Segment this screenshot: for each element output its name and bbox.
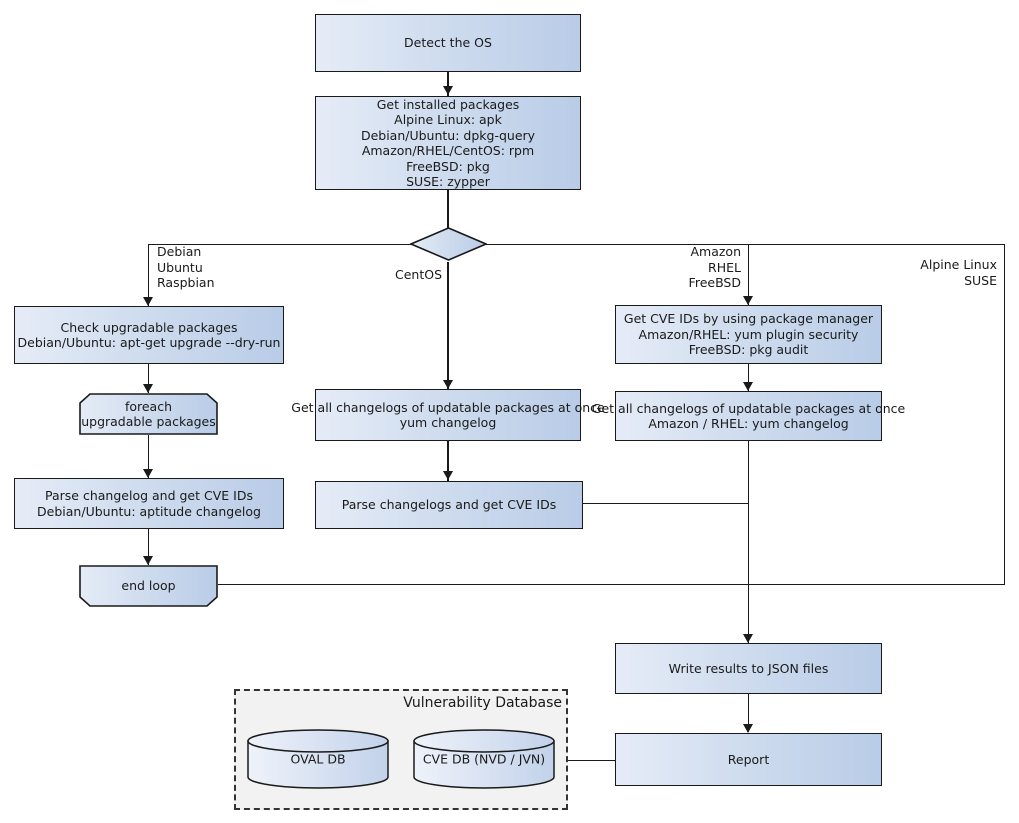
arrowhead-installed [442, 86, 453, 95]
line: SUSE: zypper [406, 174, 490, 189]
node-get-installed-packages[interactable]: Get installed packages Alpine Linux: apk… [315, 96, 581, 190]
connector-centos-down [447, 262, 449, 389]
connector-alpine-down [1004, 243, 1006, 585]
connector-debian-down [148, 243, 150, 306]
line: Get installed packages [376, 96, 520, 112]
line: Debian/Ubuntu: dpkg-query [360, 127, 536, 143]
arrowhead-changelogs-right [743, 382, 754, 391]
arrowhead-parse-left [143, 469, 154, 478]
line: Amazon/RHEL/CentOS: rpm [361, 143, 535, 158]
node-detect-os-label: Detect the OS [404, 35, 492, 51]
connector-changelogs-to-parse-center [447, 441, 449, 481]
arrowhead-get-cve-pkgmgr [743, 296, 754, 305]
node-changelogs-right[interactable]: Get all changelogs of updatable packages… [592, 391, 905, 441]
branch-label-centos: CentOS [338, 267, 442, 283]
node-end-loop[interactable]: end loop [79, 565, 218, 607]
arrowhead-changelogs-center [442, 380, 453, 389]
node-end-loop-label: end loop [121, 578, 176, 594]
database-cylinder-icon [247, 729, 389, 789]
vulnerability-database-title: Vulnerability Database [403, 695, 562, 711]
line: Parse changelog and get CVE IDs [45, 488, 253, 503]
cylinder-oval-db[interactable]: OVAL DB [247, 729, 389, 789]
line: Alpine Linux: apk [394, 112, 502, 127]
node-check-upgradable-label: Check upgradable packages Debian/Ubuntu:… [18, 320, 281, 351]
branch-label-debian: Debian Ubuntu Raspbian [157, 244, 215, 291]
arrowhead-foreach [143, 384, 154, 393]
node-check-upgradable[interactable]: Check upgradable packages Debian/Ubuntu:… [14, 306, 284, 364]
loop-start-shape-icon [79, 393, 218, 435]
arrowhead-report [743, 724, 754, 733]
line: SUSE [964, 272, 997, 288]
line: FreeBSD [688, 275, 741, 290]
line: upgradable packages [81, 414, 216, 429]
line: FreeBSD: pkg audit [688, 342, 809, 358]
connector-detectos-to-installed [447, 72, 449, 96]
line: Amazon [690, 244, 741, 259]
arrowhead-check-upgradable [143, 297, 154, 306]
node-changelogs-center[interactable]: Get all changelogs of updatable packages… [291, 389, 605, 441]
node-detect-os[interactable]: Detect the OS [315, 14, 581, 72]
connector-right-trunk-down [748, 441, 750, 643]
node-parse-changelogs-center-label: Parse changelogs and get CVE IDs [341, 497, 557, 513]
connector-write-to-report [748, 694, 750, 732]
line: Get all changelogs of updatable packages… [291, 399, 605, 415]
line: Raspbian [157, 275, 215, 290]
node-parse-changelog-left-label: Parse changelog and get CVE IDs Debian/U… [37, 488, 261, 519]
line: Debian [157, 244, 202, 259]
connector-decision-left-spine [148, 243, 412, 245]
node-changelogs-center-label: Get all changelogs of updatable packages… [291, 400, 604, 431]
node-write-json[interactable]: Write results to JSON files [615, 643, 882, 694]
connector-foreach-to-parse [148, 435, 150, 478]
arrowhead-write-json [743, 634, 754, 643]
node-changelogs-right-label: Get all changelogs of updatable packages… [592, 401, 905, 432]
cylinder-cve-db-label: CVE DB (NVD / JVN) [422, 751, 546, 767]
node-write-json-label: Write results to JSON files [668, 660, 829, 676]
branch-label-alpine: Alpine Linux SUSE [862, 257, 997, 288]
line: Get all changelogs of updatable packages… [591, 400, 906, 416]
diamond-shape-icon [410, 227, 487, 261]
cylinder-oval-db-label: OVAL DB [290, 751, 346, 767]
connector-parse-center-to-right [583, 502, 749, 504]
line: Amazon / RHEL: yum changelog [648, 416, 849, 431]
connector-vulndb-to-report [568, 759, 616, 761]
line: RHEL [708, 259, 741, 275]
connector-installed-to-decision [447, 190, 449, 228]
node-foreach-loop-label: foreach upgradable packages [81, 399, 216, 430]
loop-end-shape-icon [79, 565, 218, 607]
line: Check upgradable packages [60, 319, 238, 335]
line: foreach [124, 398, 173, 414]
line: Debian/Ubuntu: aptitude changelog [37, 503, 261, 519]
node-get-cve-pkgmgr-label: Get CVE IDs by using package manager Ama… [624, 311, 873, 358]
node-report[interactable]: Report [615, 733, 882, 786]
branch-label-amazon: Amazon RHEL FreeBSD [628, 244, 741, 291]
line: yum changelog [399, 415, 497, 430]
line: Alpine Linux [920, 257, 997, 272]
connector-parse-to-endloop [148, 529, 150, 565]
connector-amazon-down [748, 243, 750, 305]
arrowhead-endloop [143, 556, 154, 565]
connector-decision-right-spine [486, 243, 1005, 245]
line: Debian/Ubuntu: apt-get upgrade --dry-run [17, 335, 281, 350]
node-report-label: Report [727, 751, 770, 767]
connector-check-to-foreach [148, 364, 150, 393]
arrowhead-parse-center [442, 471, 453, 480]
node-get-cve-pkgmgr[interactable]: Get CVE IDs by using package manager Ama… [615, 305, 882, 364]
node-foreach-loop[interactable]: foreach upgradable packages [79, 393, 218, 435]
database-cylinder-icon [413, 729, 555, 789]
line: FreeBSD: pkg [406, 158, 490, 174]
node-os-decision[interactable] [410, 227, 487, 261]
line: Ubuntu [157, 259, 203, 275]
node-parse-changelog-left[interactable]: Parse changelog and get CVE IDs Debian/U… [14, 478, 284, 529]
node-parse-changelogs-center[interactable]: Parse changelogs and get CVE IDs [315, 481, 583, 529]
line: Amazon/RHEL: yum plugin security [638, 326, 859, 342]
line: Get CVE IDs by using package manager [623, 311, 874, 327]
line: CentOS [394, 267, 442, 282]
connector-cve-to-changelogs-right [748, 364, 750, 391]
node-get-installed-packages-label: Get installed packages Alpine Linux: apk… [361, 97, 535, 190]
cylinder-cve-db[interactable]: CVE DB (NVD / JVN) [413, 729, 555, 789]
connector-endloop-to-right [218, 583, 1005, 585]
